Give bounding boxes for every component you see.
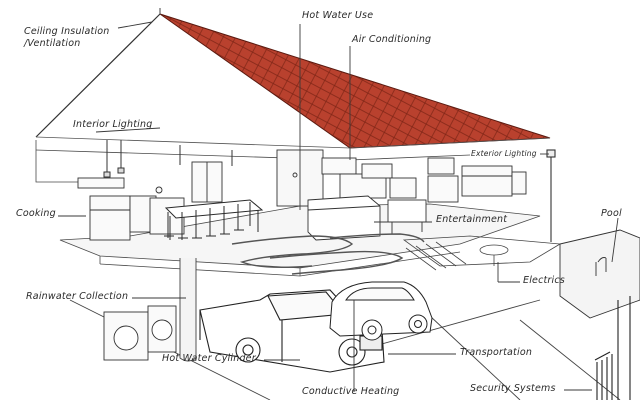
- label-hot-water-cylinder: Hot Water Cylinder: [162, 353, 256, 365]
- label-cooking: Cooking: [16, 208, 56, 220]
- label-conductive-heating: Conductive Heating: [302, 386, 399, 398]
- label-electrics: Electrics: [523, 275, 565, 287]
- label-pool: Pool: [601, 208, 622, 220]
- pool: [560, 230, 640, 318]
- bedroom-furniture: [322, 158, 526, 202]
- label-hot-water-use: Hot Water Use: [302, 10, 373, 22]
- exterior-lamp-post: [547, 150, 555, 242]
- label-transportation: Transportation: [460, 347, 532, 359]
- label-exterior-lighting: Exterior Lighting: [471, 148, 537, 160]
- label-rainwater-collection: Rainwater Collection: [26, 291, 128, 303]
- laundry-machines: [104, 306, 176, 360]
- car: [330, 282, 432, 340]
- label-ceiling-insulation: Ceiling Insulation /Ventilation: [24, 26, 134, 50]
- label-security-systems: Security Systems: [470, 383, 556, 395]
- label-interior-lighting: Interior Lighting: [73, 119, 152, 131]
- label-air-conditioning: Air Conditioning: [352, 34, 431, 46]
- label-entertainment: Entertainment: [436, 214, 507, 226]
